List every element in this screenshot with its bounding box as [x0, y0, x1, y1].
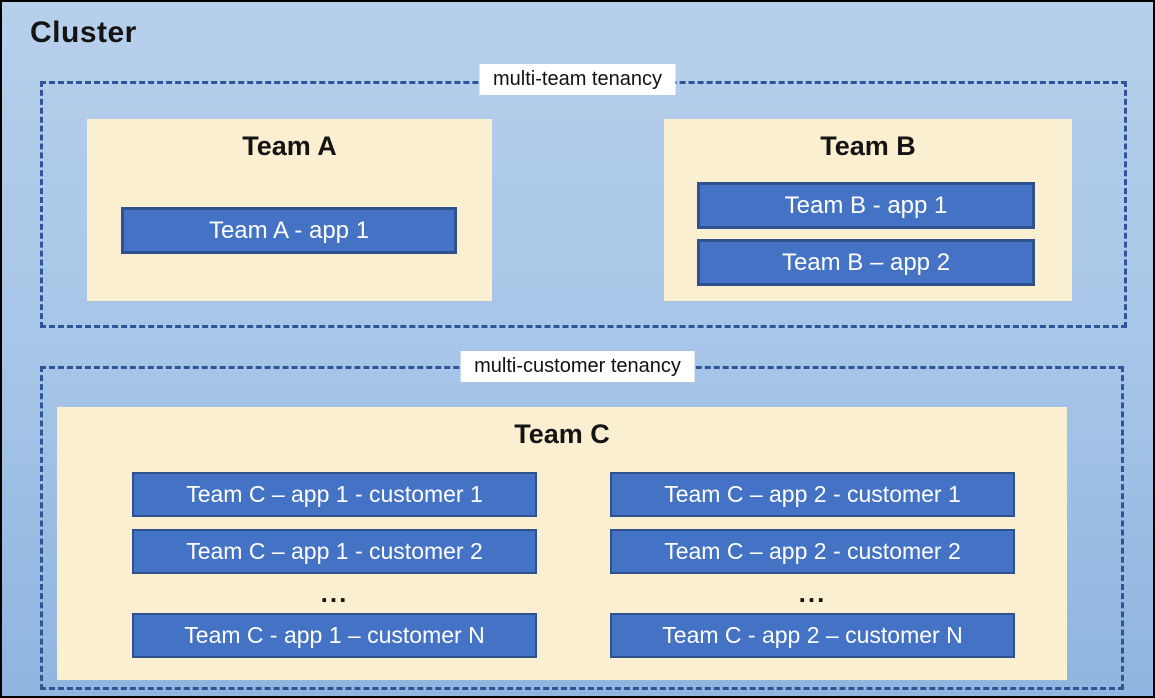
team-c-app2-customer2-box: Team C – app 2 - customer 2 — [610, 529, 1015, 574]
multi-customer-tenancy-label: multi-customer tenancy — [460, 351, 695, 382]
team-b-app-2-box: Team B – app 2 — [697, 239, 1035, 286]
team-b-app-1-box: Team B - app 1 — [697, 182, 1035, 229]
team-c-app1-customerN-box: Team C - app 1 – customer N — [132, 613, 537, 658]
cluster-title: Cluster — [30, 16, 137, 49]
team-c-app-2-column: Team C – app 2 - customer 1 Team C – app… — [610, 472, 1015, 670]
team-c-panel: Team C Team C – app 1 - customer 1 Team … — [57, 407, 1067, 680]
team-a-panel: Team A Team A - app 1 — [87, 119, 492, 301]
team-c-app1-customer2-box: Team C – app 1 - customer 2 — [132, 529, 537, 574]
team-c-app2-ellipsis: ... — [798, 578, 827, 608]
team-c-title: Team C — [514, 419, 610, 449]
team-b-panel: Team B Team B - app 1 Team B – app 2 — [664, 119, 1072, 301]
team-a-title: Team A — [242, 131, 337, 161]
team-b-title: Team B — [820, 131, 916, 161]
team-c-app2-customerN-box: Team C - app 2 – customer N — [610, 613, 1015, 658]
multi-team-tenancy-label: multi-team tenancy — [479, 64, 676, 95]
team-c-app2-customer1-box: Team C – app 2 - customer 1 — [610, 472, 1015, 517]
team-c-app1-customer1-box: Team C – app 1 - customer 1 — [132, 472, 537, 517]
team-a-app-1-box: Team A - app 1 — [121, 207, 457, 254]
team-c-app-1-column: Team C – app 1 - customer 1 Team C – app… — [132, 472, 537, 670]
team-c-app1-ellipsis: ... — [320, 578, 349, 608]
